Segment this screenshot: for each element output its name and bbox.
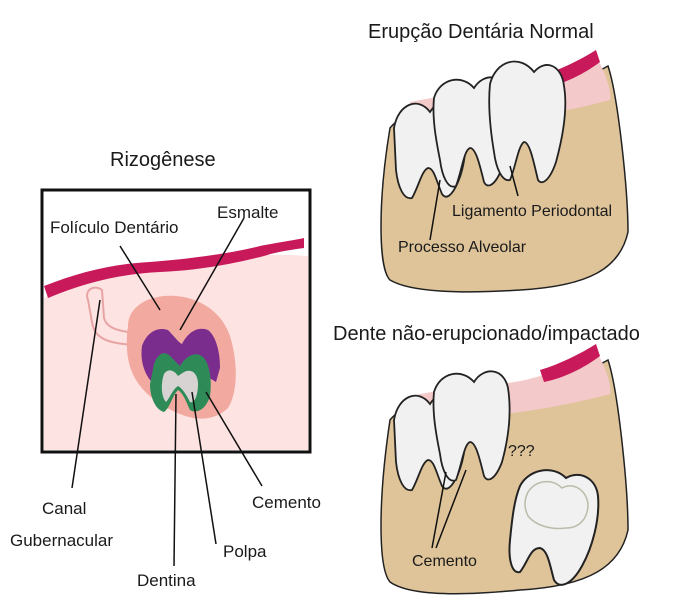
impacted-title: Dente não-erupcionado/impactado [333, 323, 640, 345]
ligamento-label: Ligamento Periodontal [452, 203, 612, 220]
esmalte-label: Esmalte [217, 203, 278, 222]
rizogenese-panel: Rizogênese Folículo Dentário Esmalte Can… [10, 149, 321, 590]
polpa-label: Polpa [223, 542, 267, 561]
canal-label-line2: Gubernacular [10, 531, 113, 550]
canal-label-line1: Canal [42, 499, 86, 518]
cemento-left-label: Cemento [252, 493, 321, 512]
dentina-label: Dentina [137, 571, 196, 590]
normal-eruption-panel: Erupção Dentária Normal Ligamento Period… [368, 21, 628, 292]
impacted-panel: Dente não-erupcionado/impactado ??? Ceme… [333, 323, 640, 594]
question-label: ??? [508, 443, 535, 460]
foliculo-label: Folículo Dentário [50, 218, 179, 237]
rizogenese-title: Rizogênese [110, 149, 216, 171]
processo-label: Processo Alveolar [398, 239, 527, 256]
cemento-bottom-label: Cemento [412, 553, 477, 570]
normal-eruption-title: Erupção Dentária Normal [368, 21, 594, 43]
